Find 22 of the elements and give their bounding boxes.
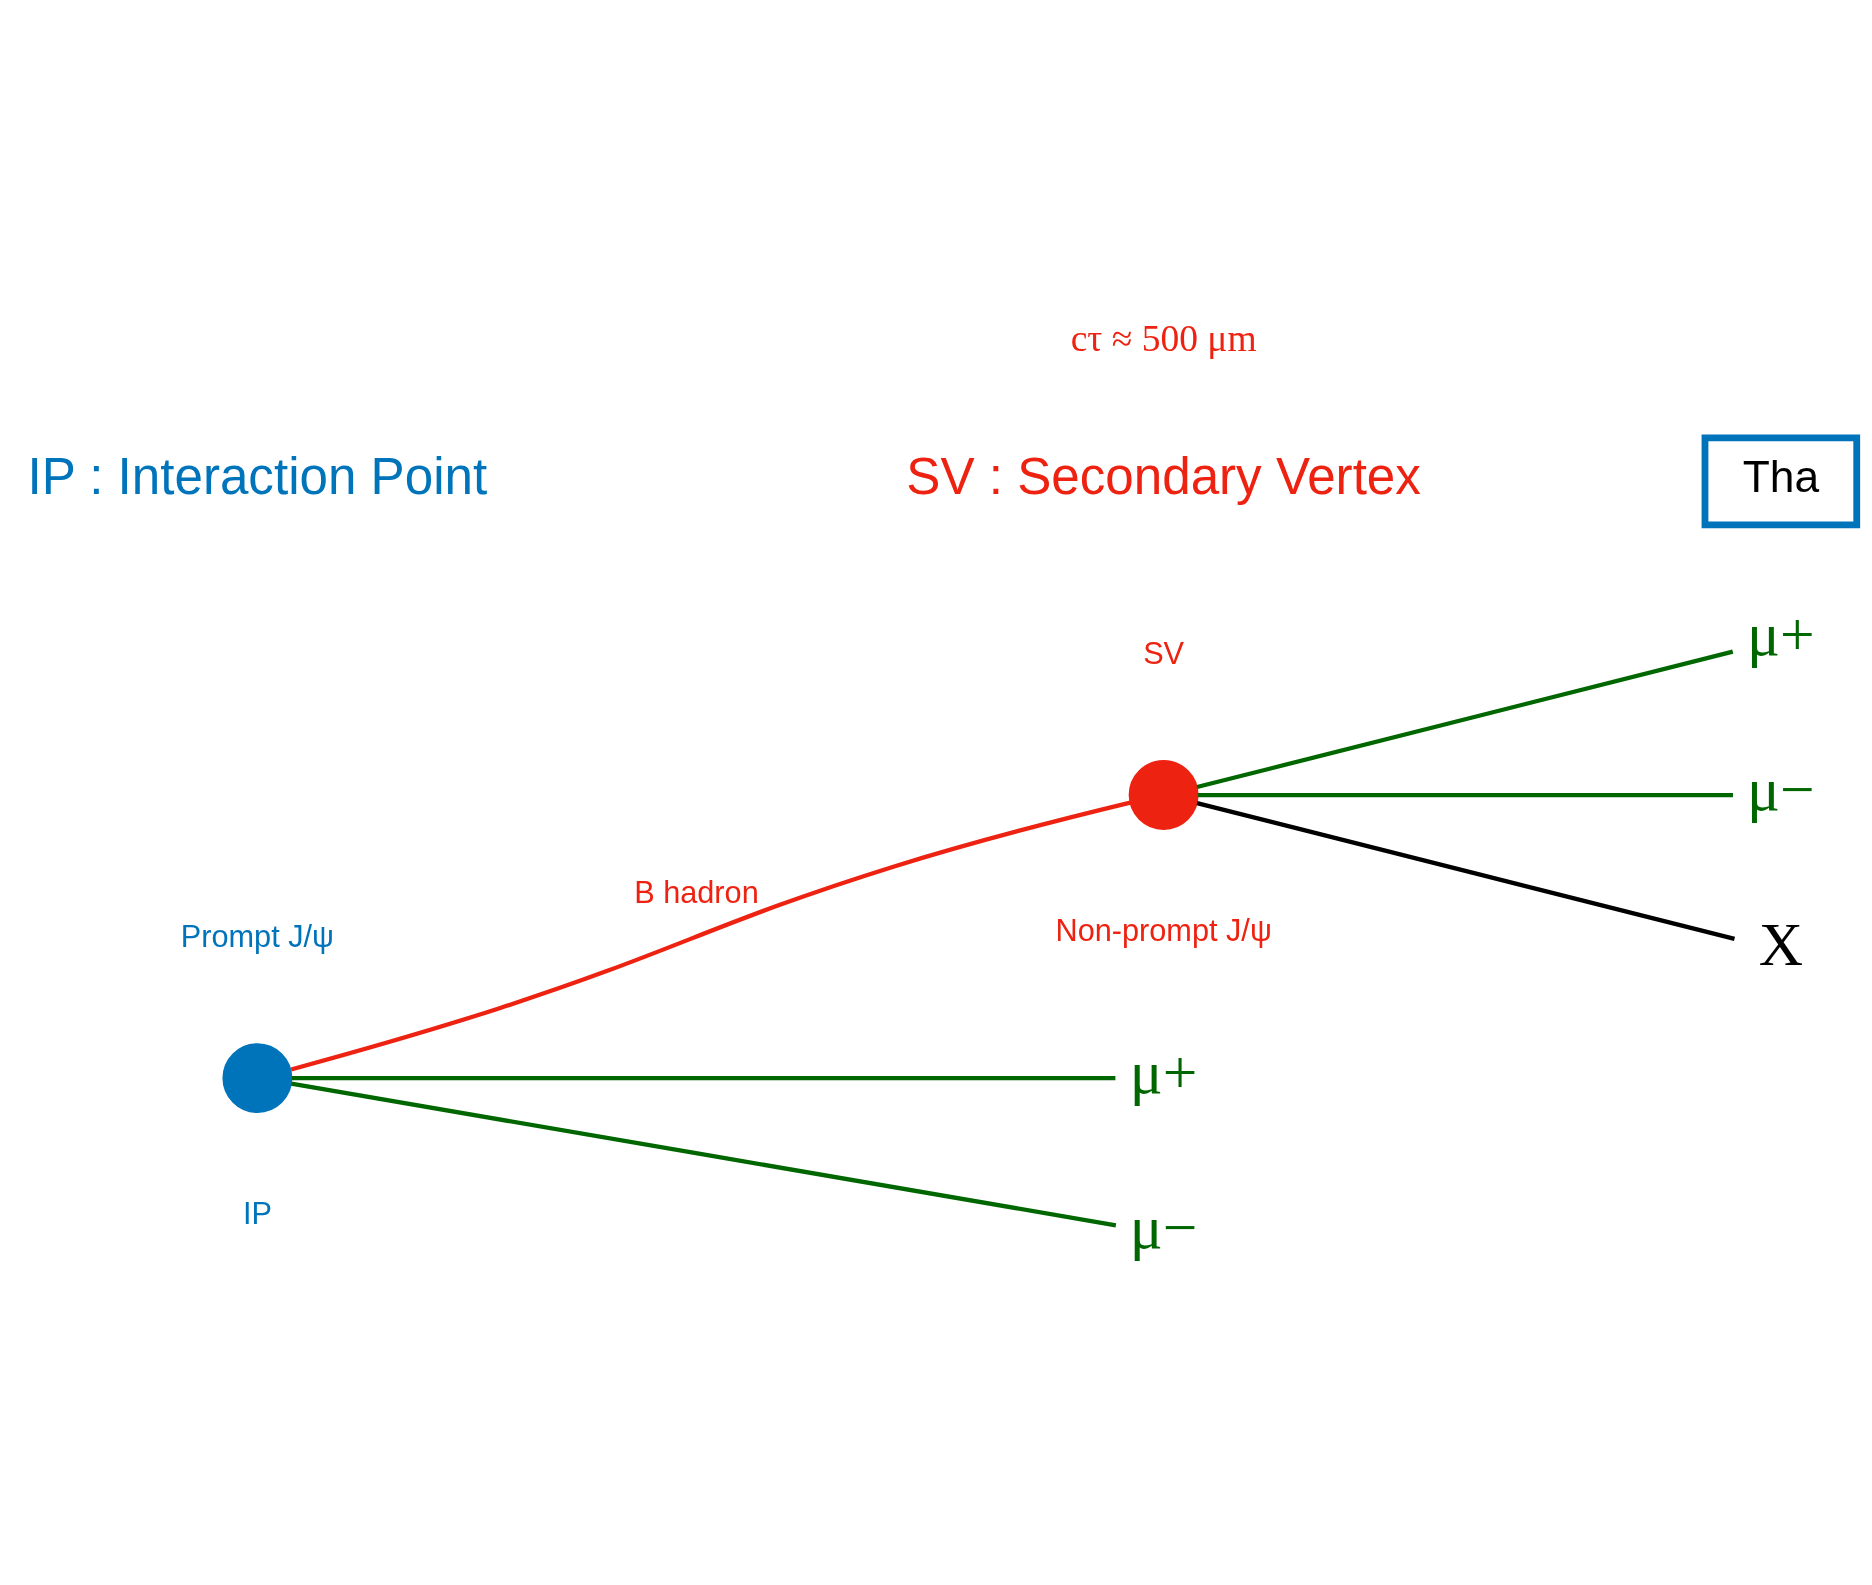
node-label: IP xyxy=(242,1195,272,1231)
connector xyxy=(291,1075,1116,1081)
connector xyxy=(1197,792,1733,798)
label: cτ ≈ 500 μm xyxy=(1070,318,1257,360)
label: SV : Secondary Vertex xyxy=(906,448,1421,506)
node-circle xyxy=(222,1043,293,1114)
connector xyxy=(290,800,1131,1072)
label: IP : Interaction Point xyxy=(27,448,488,506)
node-label: Non-prompt J/ψ xyxy=(1055,912,1272,948)
connector xyxy=(290,1081,1117,1228)
connector xyxy=(1196,649,1734,790)
node-label: Prompt J/ψ xyxy=(180,919,334,955)
connector xyxy=(1196,801,1736,941)
node-text: μ+ xyxy=(1747,599,1815,668)
edge-label: B hadron xyxy=(634,875,759,911)
node-label: SV xyxy=(1143,636,1185,672)
node-circle xyxy=(1128,760,1199,830)
node-text: X xyxy=(1758,910,1804,979)
node-box: Tha xyxy=(1701,434,1861,529)
node-text: μ− xyxy=(1747,755,1815,824)
node-text: μ+ xyxy=(1129,1038,1198,1107)
node-text: μ− xyxy=(1129,1193,1198,1262)
